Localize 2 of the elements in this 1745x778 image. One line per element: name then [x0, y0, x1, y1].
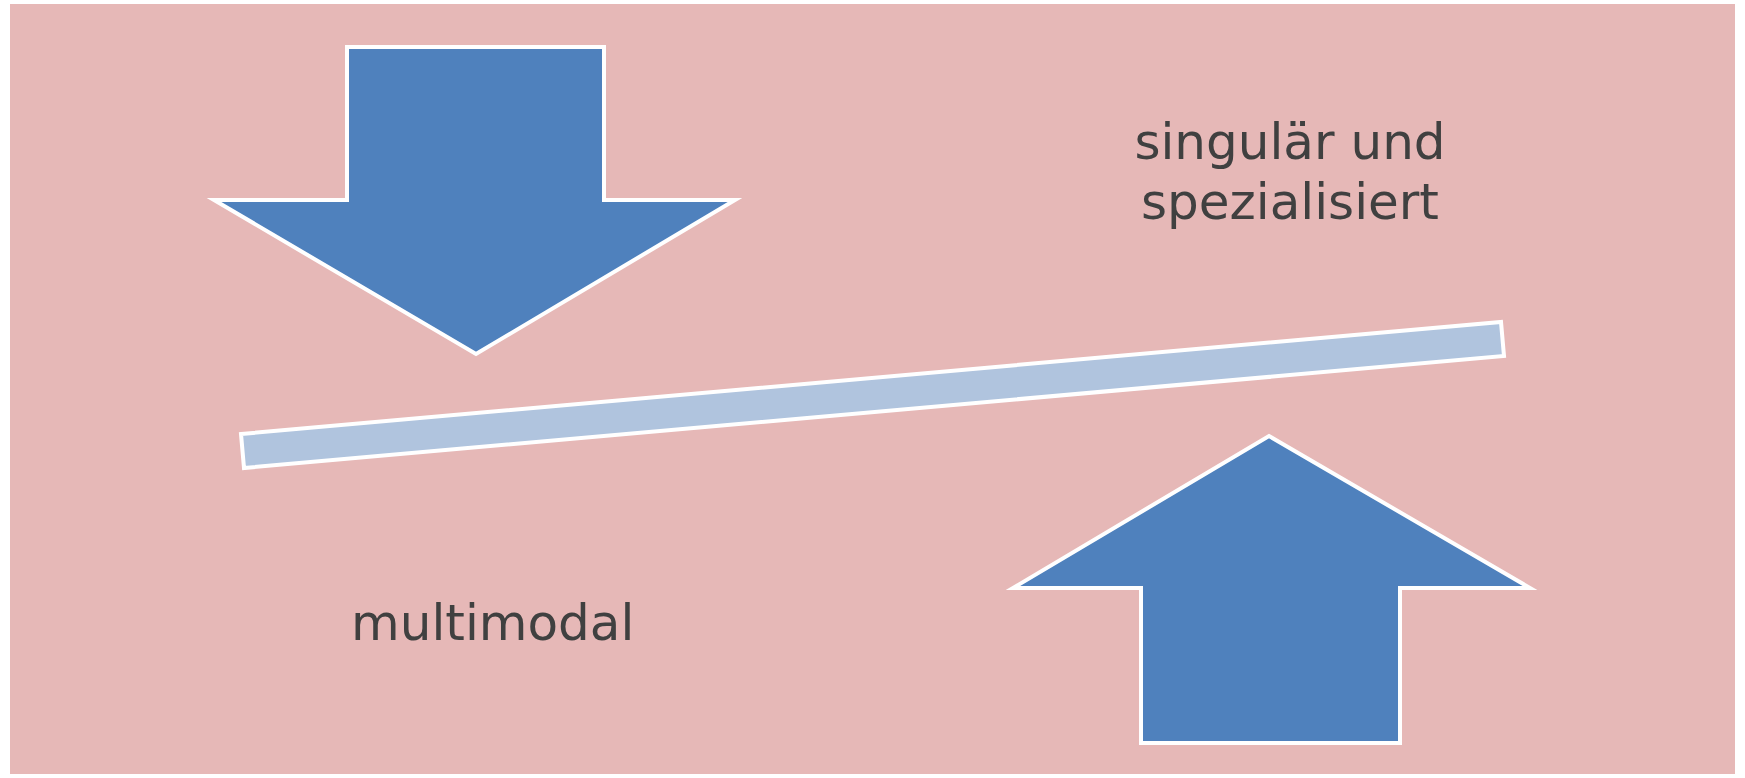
text-label: singulär und spezialisiert [1133, 112, 1447, 232]
text-label: multimodal [351, 593, 635, 653]
